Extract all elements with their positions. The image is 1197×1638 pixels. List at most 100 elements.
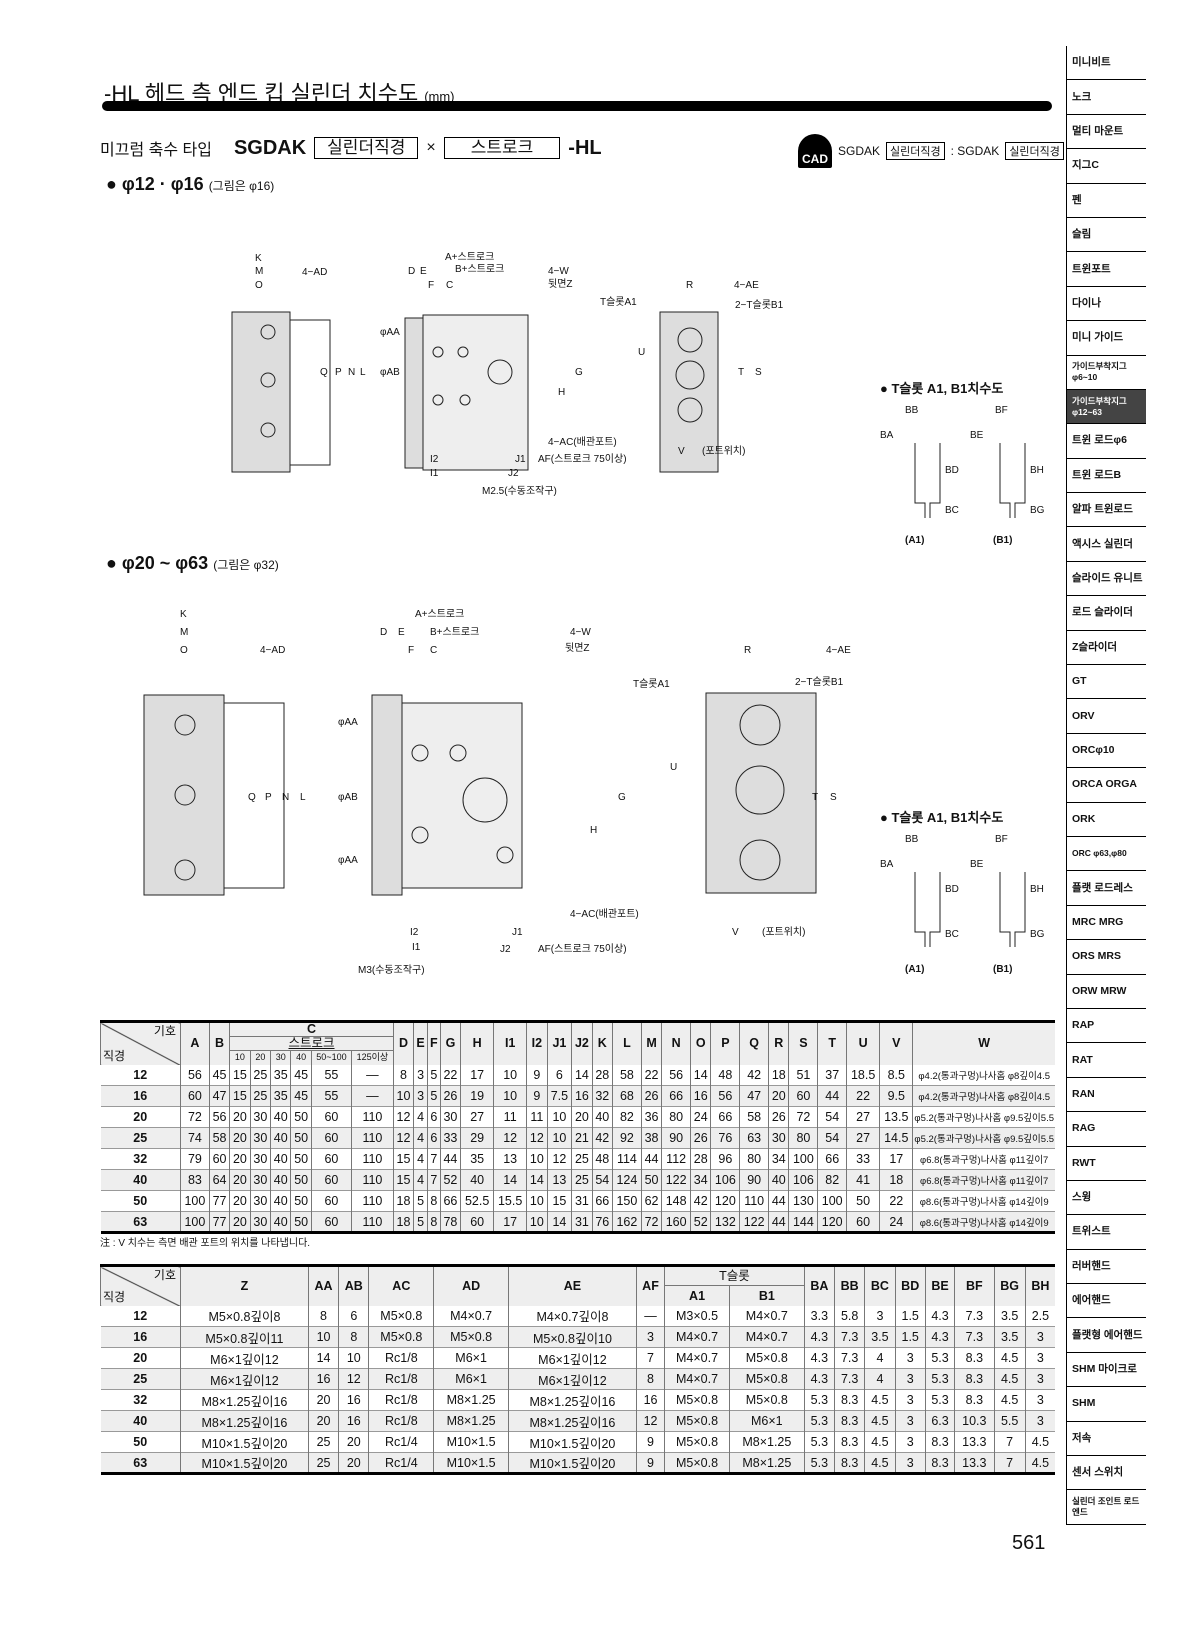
cell: 8.3 [833, 1452, 865, 1474]
sidebar-item-label: 가이드부착지그 φ12~63 [1072, 395, 1127, 417]
dim-U: U [670, 762, 677, 773]
cell: Rc1/8 [368, 1410, 434, 1432]
cell: 77 [208, 1211, 230, 1233]
dim-BF: BF [995, 834, 1008, 845]
cell: 66 [661, 1085, 691, 1107]
table-note: 注 : V 치수는 측면 배관 포트의 위치를 나타냅니다. [100, 1238, 311, 1249]
dim-I2: I2 [430, 454, 439, 465]
sidebar-item[interactable]: MRC MRG [1067, 905, 1146, 941]
cell: 12 [526, 1127, 548, 1149]
sidebar-item[interactable]: 액시스 실린더 [1067, 527, 1146, 562]
cell: 3 [894, 1347, 926, 1369]
cell: 12 [546, 1148, 572, 1170]
sidebar-item[interactable]: 가이드부착지그 φ12~63 [1067, 389, 1146, 425]
sidebar-item[interactable]: 트윈포트 [1067, 252, 1146, 287]
col-header: E [413, 1021, 428, 1065]
sidebar-item[interactable]: 플랫형 에어핸드 [1067, 1318, 1146, 1353]
sidebar-item[interactable]: 트위스트 [1067, 1215, 1146, 1250]
sidebar-item[interactable]: RAN [1067, 1077, 1146, 1113]
sidebar-item[interactable]: RAG [1067, 1112, 1146, 1147]
cad-icon: CAD [798, 134, 832, 168]
col-header: A [180, 1021, 210, 1065]
dim-BF: BF [995, 405, 1008, 416]
dim-Z: 뒷면Z [565, 641, 590, 654]
cell: 14 [307, 1347, 339, 1369]
sidebar-item[interactable]: 미니 가이드 [1067, 321, 1146, 356]
cell: 42 [739, 1064, 769, 1086]
sidebar-item-label: RAT [1072, 1053, 1093, 1066]
sidebar-item[interactable]: ORC φ63,φ80 [1067, 836, 1146, 872]
sidebar-item[interactable]: Z슬라이더 [1067, 630, 1146, 666]
cell: 25 [249, 1064, 271, 1086]
cell: 80 [661, 1106, 691, 1128]
dim-AE: 4−AE [826, 645, 851, 656]
sidebar-item[interactable]: 스윙 [1067, 1180, 1146, 1216]
sidebar-item[interactable]: 가이드부착지그 φ6~10 [1067, 355, 1146, 390]
sidebar-item-label: RAG [1072, 1122, 1096, 1135]
sidebar-item[interactable]: 슬라이드 유니트 [1067, 561, 1146, 597]
dim-BB: BB [905, 834, 919, 845]
cell: 28 [591, 1064, 613, 1086]
sidebar-item[interactable]: GT [1067, 665, 1146, 700]
cell: Rc1/4 [368, 1452, 434, 1474]
sidebar-item-label: ORCφ10 [1072, 744, 1115, 756]
sidebar-item[interactable]: 미니비트 [1067, 46, 1146, 81]
sidebar-item[interactable]: ORW MRW [1067, 974, 1146, 1009]
sidebar-item-label: RAN [1072, 1087, 1095, 1100]
cell: 60 [310, 1148, 352, 1170]
sidebar-item[interactable]: 러버핸드 [1067, 1249, 1146, 1285]
cell: 54 [817, 1127, 847, 1149]
cell: M4×0.7 [433, 1305, 509, 1327]
col-header: BE [924, 1265, 955, 1306]
cell: 9 [635, 1452, 665, 1474]
sidebar-item[interactable]: 지그C [1067, 149, 1146, 184]
dim-D: D [408, 266, 415, 277]
sidebar-item[interactable]: 플랫 로드레스 [1067, 871, 1146, 906]
stroke-box: 스트로크 [443, 137, 561, 159]
sidebar-item[interactable]: 다이나 [1067, 286, 1146, 322]
cell: 58 [208, 1127, 230, 1149]
sidebar-item[interactable]: RAP [1067, 1008, 1146, 1044]
sidebar-item[interactable]: 펜 [1067, 183, 1146, 218]
cad-model: SGDAK [838, 144, 881, 158]
sidebar-item[interactable]: ORK [1067, 802, 1146, 837]
sidebar-item[interactable]: 로드 슬라이더 [1067, 596, 1146, 631]
cell: 106 [788, 1169, 818, 1191]
cell: 48 [591, 1148, 613, 1170]
dim-K: K [255, 253, 262, 264]
sidebar-item[interactable]: RWT [1067, 1146, 1146, 1181]
cell: φ4.2(통과구멍)나사홈 φ8깊이4.5 [912, 1064, 1055, 1086]
sidebar-item[interactable]: 저속 [1067, 1421, 1146, 1457]
sidebar-item[interactable]: 에어핸드 [1067, 1284, 1146, 1319]
cell: 31 [571, 1211, 593, 1233]
cell: 120 [710, 1190, 740, 1212]
cell: 30 [249, 1106, 271, 1128]
cell: 120 [817, 1211, 847, 1233]
sidebar-item[interactable]: ORCA ORGA [1067, 768, 1146, 803]
cell: 100 [788, 1148, 818, 1170]
sidebar-item[interactable]: 실린더 조인트 로드엔드 [1067, 1490, 1146, 1525]
sidebar-item[interactable]: 센서 스위치 [1067, 1456, 1146, 1491]
cell: 36 [640, 1106, 662, 1128]
cell: Rc1/8 [368, 1368, 434, 1390]
cell: 52 [439, 1169, 461, 1191]
cell: 60 [208, 1148, 230, 1170]
sidebar-item-label: 알파 트윈로드 [1072, 503, 1133, 516]
cell: 48 [710, 1064, 740, 1086]
sidebar-item[interactable]: ORCφ10 [1067, 733, 1146, 769]
sidebar-item[interactable]: RAT [1067, 1043, 1146, 1078]
sidebar-item[interactable]: 노크 [1067, 80, 1146, 115]
sidebar-item[interactable]: SHM 마이크로 [1067, 1352, 1146, 1388]
sidebar-item[interactable]: SHM [1067, 1387, 1146, 1422]
sidebar-item[interactable]: 알파 트윈로드 [1067, 493, 1146, 528]
sidebar-item[interactable]: ORV [1067, 699, 1146, 734]
sidebar-item[interactable]: 슬림 [1067, 217, 1146, 253]
sidebar-item[interactable]: 멀티 마운트 [1067, 114, 1146, 150]
cell: 7.3 [833, 1347, 865, 1369]
cell: 34 [768, 1148, 789, 1170]
sidebar-item[interactable]: ORS MRS [1067, 940, 1146, 975]
cell: 5.3 [924, 1368, 955, 1390]
sidebar-item[interactable]: 트윈 로드B [1067, 458, 1146, 494]
sidebar-item[interactable]: 트윈 로드φ6 [1067, 424, 1146, 459]
